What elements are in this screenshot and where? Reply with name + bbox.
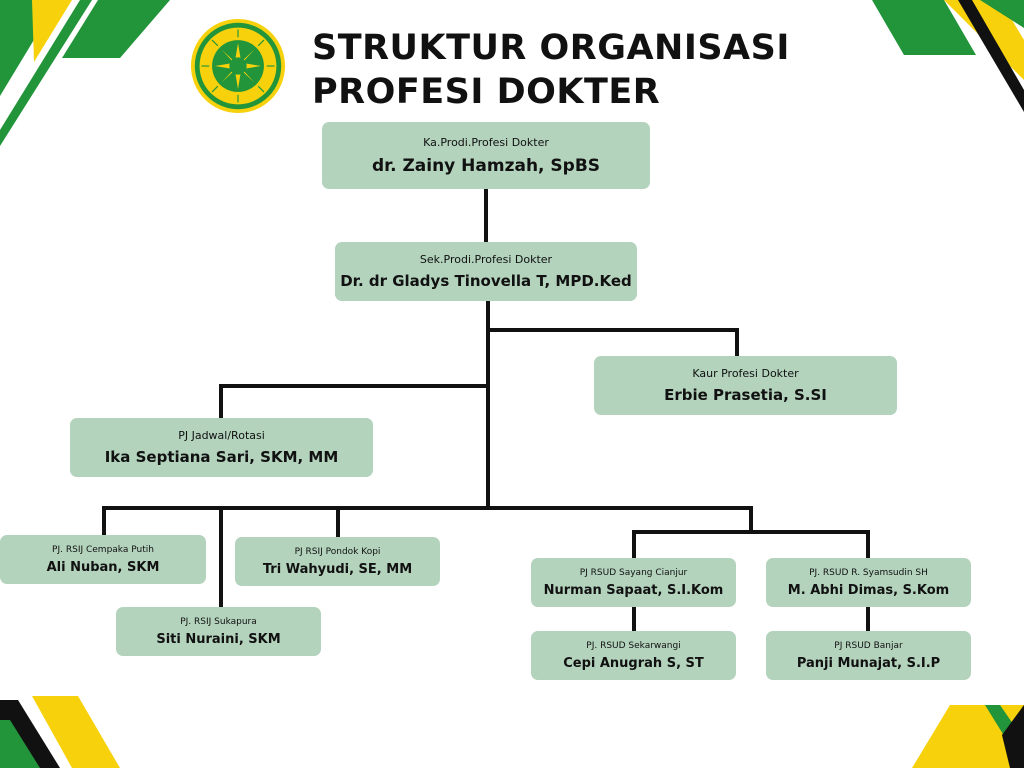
top-left-yellow-stripe (32, 0, 72, 62)
bottom-left-yellow-stripe (32, 696, 120, 768)
title-line-2: PROFESI DOKTER (312, 72, 661, 112)
title-line-1: STRUKTUR ORGANISASI (312, 28, 790, 68)
node-name: Ali Nuban, SKM (46, 559, 160, 575)
node-name: Cepi Anugrah S, ST (563, 655, 704, 671)
top-left-green-band (62, 0, 170, 58)
node-role: Ka.Prodi.Profesi Dokter (423, 136, 549, 149)
node-role: PJ. RSIJ Cempaka Putih (52, 544, 154, 555)
node-role: PJ. RSUD R. Syamsudin SH (809, 567, 928, 578)
node-role: Sek.Prodi.Profesi Dokter (419, 253, 553, 266)
node-sukapura: PJ. RSIJ Sukapura Siti Nuraini, SKM (116, 607, 321, 656)
node-name: M. Abhi Dimas, S.Kom (787, 582, 950, 598)
node-syamsudin: PJ. RSUD R. Syamsudin SH M. Abhi Dimas, … (766, 558, 971, 607)
node-sekprodi: Sek.Prodi.Profesi Dokter Dr. dr Gladys T… (335, 242, 637, 301)
university-seal-icon (190, 18, 286, 114)
node-kaprodi: Ka.Prodi.Profesi Dokter dr. Zainy Hamzah… (322, 122, 650, 189)
node-role: PJ Jadwal/Rotasi (178, 429, 265, 442)
node-role: Kaur Profesi Dokter (692, 367, 799, 380)
node-cempaka: PJ. RSIJ Cempaka Putih Ali Nuban, SKM (0, 535, 206, 584)
node-name: dr. Zainy Hamzah, SpBS (371, 156, 601, 176)
node-role: PJ. RSIJ Sukapura (180, 616, 257, 627)
node-banjar: PJ RSUD Banjar Panji Munajat, S.I.P (766, 631, 971, 680)
node-name: Dr. dr Gladys Tinovella T, MPD.Ked (340, 272, 632, 290)
bottom-left-green-corner (0, 720, 40, 768)
top-right-black-stripe (958, 0, 1024, 112)
node-jadwal: PJ Jadwal/Rotasi Ika Septiana Sari, SKM,… (70, 418, 373, 477)
bottom-right-black-stripe (1002, 705, 1024, 768)
top-right-green-corner (980, 0, 1024, 28)
node-cianjur: PJ RSUD Sayang Cianjur Nurman Sapaat, S.… (531, 558, 736, 607)
page-title: STRUKTUR ORGANISASI PROFESI DOKTER (312, 26, 790, 114)
node-pondok: PJ RSIJ Pondok Kopi Tri Wahyudi, SE, MM (235, 537, 440, 586)
node-name: Tri Wahyudi, SE, MM (262, 561, 413, 577)
node-name: Siti Nuraini, SKM (156, 631, 281, 647)
node-role: PJ RSUD Sayang Cianjur (579, 567, 688, 578)
node-name: Nurman Sapaat, S.I.Kom (543, 582, 724, 598)
top-left-thin-stripe (0, 0, 92, 146)
node-name: Ika Septiana Sari, SKM, MM (104, 448, 339, 466)
node-sekarwangi: PJ. RSUD Sekarwangi Cepi Anugrah S, ST (531, 631, 736, 680)
node-role: PJ. RSUD Sekarwangi (586, 640, 681, 651)
node-role: PJ RSUD Banjar (834, 640, 903, 651)
node-kaur: Kaur Profesi Dokter Erbie Prasetia, S.SI (594, 356, 897, 415)
node-name: Panji Munajat, S.I.P (796, 655, 941, 671)
node-name: Erbie Prasetia, S.SI (664, 386, 827, 404)
node-role: PJ RSIJ Pondok Kopi (294, 546, 381, 557)
top-right-green-band (872, 0, 976, 55)
